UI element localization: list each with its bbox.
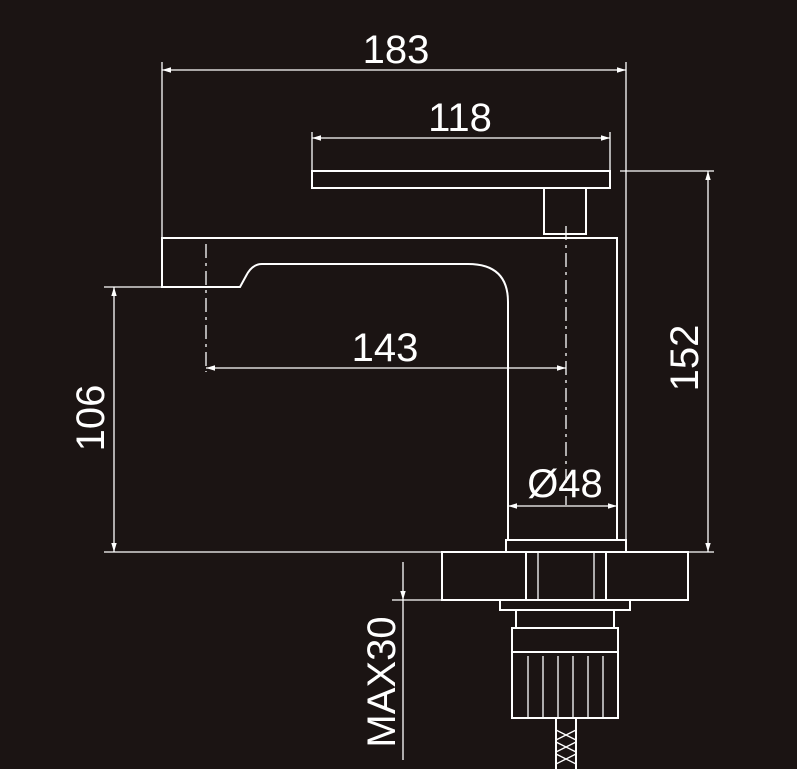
dim-48-label: Ø48 <box>527 462 603 506</box>
dim-106-label: 106 <box>69 385 113 452</box>
base-ring <box>505 539 627 553</box>
dim-118-label: 118 <box>428 96 492 140</box>
deck-left <box>441 551 527 601</box>
dim-143-label: 143 <box>352 326 419 370</box>
handle-stem <box>543 187 587 235</box>
deck-right <box>605 551 689 601</box>
dim-152-label: 152 <box>663 325 707 392</box>
dim-183-label: 183 <box>363 28 430 72</box>
washer <box>499 599 631 611</box>
spacer <box>515 609 615 629</box>
lock-nut <box>511 627 619 719</box>
supply-hose <box>555 718 577 769</box>
faucet-outline <box>161 170 689 769</box>
handle-lever <box>311 170 611 189</box>
extension-lines <box>104 62 714 601</box>
dim-max30-label: MAX30 <box>360 616 404 747</box>
spout-body <box>161 237 618 541</box>
